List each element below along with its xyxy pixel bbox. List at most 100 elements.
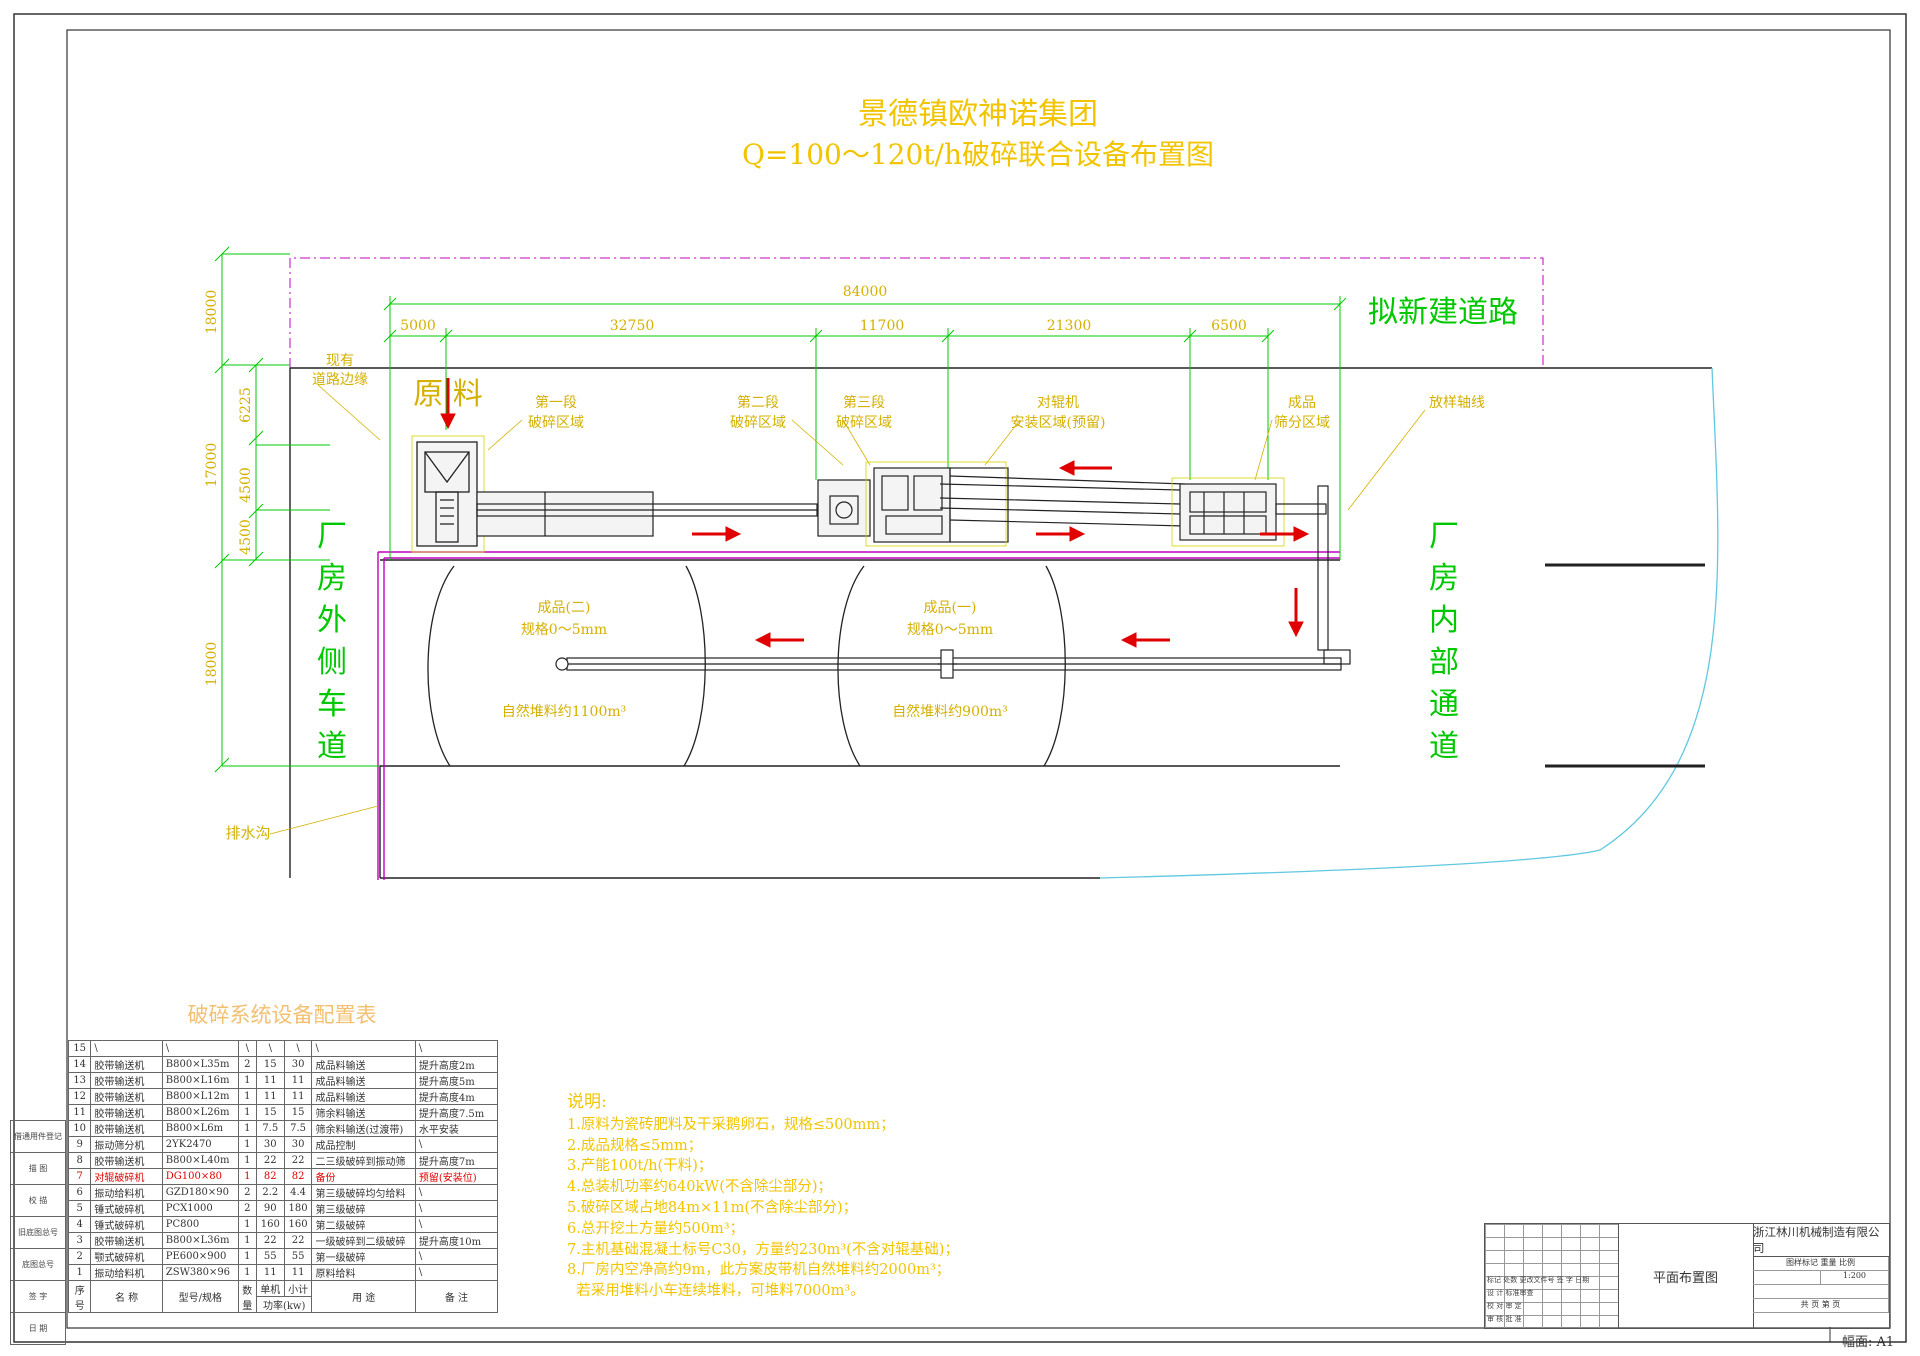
tb-right-row: 共 页 第 页 — [1753, 1299, 1889, 1313]
table-cell: 第一级破碎 — [311, 1248, 416, 1265]
table-cell: 2 — [237, 1184, 257, 1201]
tb-left-row: 标记 处数 更改文件号 签 字 日期 — [1487, 1276, 1590, 1284]
table-cell: B800×L36m — [161, 1232, 239, 1249]
table-cell: 筛余料输送(过渡带) — [311, 1120, 416, 1137]
dim-total: 84000 — [843, 284, 888, 300]
note-item: 6.总开挖土方量约500m³； — [567, 1220, 745, 1237]
table-cell: 成品料输送 — [311, 1056, 416, 1073]
table-cell: 22 — [255, 1232, 285, 1249]
table-cell: 1 — [237, 1152, 257, 1169]
table-cell: PC800 — [161, 1216, 239, 1233]
inside-road-char-1: 厂 — [1429, 519, 1459, 554]
table-cell: 筛余料输送 — [311, 1104, 416, 1121]
table-cell: 一级破碎到二级破碎 — [311, 1232, 416, 1249]
header-power: 单机小计功率(kw) — [255, 1280, 313, 1313]
table-cell: 82 — [255, 1168, 285, 1185]
table-cell: 9 — [67, 1136, 92, 1153]
header-qty: 数量 — [237, 1280, 257, 1313]
note-item: 若采用堆料小车连续堆料，可堆料7000m³。 — [567, 1283, 865, 1300]
outside-road-char-3: 外 — [317, 603, 347, 638]
table-cell: 胶带输送机 — [90, 1104, 163, 1121]
title-line1: 景德镇欧神诺集团 — [858, 97, 1098, 132]
tertiary-crusher — [865, 461, 1009, 547]
table-cell: 160 — [283, 1216, 313, 1233]
outside-road-char-6: 道 — [317, 729, 347, 764]
table-cell: 提升高度7m — [414, 1152, 499, 1169]
table-cell: \ — [237, 1040, 257, 1057]
table-cell: 82 — [283, 1168, 313, 1185]
side-strip-cell: 描 图 — [10, 1152, 66, 1184]
table-cell: \ — [161, 1040, 239, 1057]
existing-road-label-2: 道路边缘 — [312, 372, 368, 388]
header-remark: 备 注 — [414, 1280, 499, 1313]
table-cell: 7.5 — [255, 1120, 285, 1137]
note-item: 1.原料为瓷砖肥料及干采鹅卵石，规格≤500mm； — [567, 1116, 895, 1133]
boundary-curve — [1099, 367, 1719, 879]
table-cell: 30 — [283, 1136, 313, 1153]
zone-product-label-2: 筛分区域 — [1274, 415, 1330, 431]
table-cell: 对辊破碎机 — [90, 1168, 163, 1185]
table-cell: B800×L35m — [161, 1056, 239, 1073]
tb-left-row: 审 核 批 准 — [1487, 1315, 1522, 1323]
table-cell: 振动给料机 — [90, 1264, 163, 1281]
product-conveyor — [555, 649, 1342, 679]
table-cell: B800×L6m — [161, 1120, 239, 1137]
vertical-dimensions — [214, 246, 380, 773]
stock1-label: 自然堆料约900m³ — [892, 703, 1008, 720]
table-cell: 第三级破碎 — [311, 1200, 416, 1217]
dim-seg5: 6500 — [1211, 318, 1247, 334]
side-strip-cell: 借通用件登记 — [10, 1120, 66, 1152]
horizontal-dimensions — [383, 296, 1347, 560]
table-cell: PCX1000 — [161, 1200, 239, 1217]
table-cell: 振动给料机 — [90, 1184, 163, 1201]
tb-left-row: 校 对 审 定 — [1487, 1302, 1522, 1310]
header-no: 序号 — [67, 1280, 92, 1313]
zone3-label-1: 第三段 — [843, 394, 885, 411]
table-cell: B800×L26m — [161, 1104, 239, 1121]
table-cell: 12 — [67, 1088, 92, 1105]
table-cell: 30 — [283, 1056, 313, 1073]
table-cell: 13 — [67, 1072, 92, 1089]
table-cell: 11 — [255, 1088, 285, 1105]
conveyor-3 — [1275, 485, 1351, 665]
flow-arrows — [440, 378, 1310, 648]
table-cell: 胶带输送机 — [90, 1056, 163, 1073]
table-cell: 15 — [67, 1040, 92, 1057]
drain-leader — [269, 805, 379, 835]
table-cell: 1 — [237, 1248, 257, 1265]
zone3-label-2: 破碎区域 — [836, 415, 892, 431]
table-cell: 原料给料 — [311, 1264, 416, 1281]
table-header-row: 序号名 称型号/规格数量单机小计功率(kw)用 途备 注 — [67, 1280, 499, 1313]
table-cell: \ — [414, 1184, 499, 1201]
note-item: 7.主机基础混凝土标号C30，方量约230m³(不含对辊基础)； — [567, 1241, 959, 1258]
drain-channel — [377, 551, 1340, 880]
table-cell: 4.4 — [283, 1184, 313, 1201]
dim-v3: 17000 — [204, 443, 220, 488]
outside-road-char-2: 房 — [317, 561, 347, 596]
inner-border — [66, 29, 1891, 1329]
dim-v4: 4500 — [238, 467, 254, 503]
table-cell: 10 — [67, 1120, 92, 1137]
table-cell: \ — [90, 1040, 163, 1057]
zone-product-label-1: 成品 — [1288, 395, 1316, 411]
outside-road-char-4: 侧 — [317, 645, 347, 680]
dim-v1: 18000 — [204, 290, 220, 335]
zone-roller-label-2: 安装区域(预留) — [1011, 415, 1106, 431]
inside-road-lines — [1545, 563, 1705, 768]
leader-lines — [317, 384, 1426, 511]
drain-label: 排水沟 — [225, 824, 270, 842]
tb-right-row: 图样标记 重量 比例 — [1753, 1257, 1889, 1271]
inside-road-char-4: 部 — [1429, 645, 1459, 680]
note-item: 2.成品规格≤5mm； — [567, 1137, 703, 1154]
table-cell: 8 — [67, 1152, 92, 1169]
outer-border — [13, 13, 1907, 1343]
axis-line-label: 放样轴线 — [1429, 395, 1485, 411]
